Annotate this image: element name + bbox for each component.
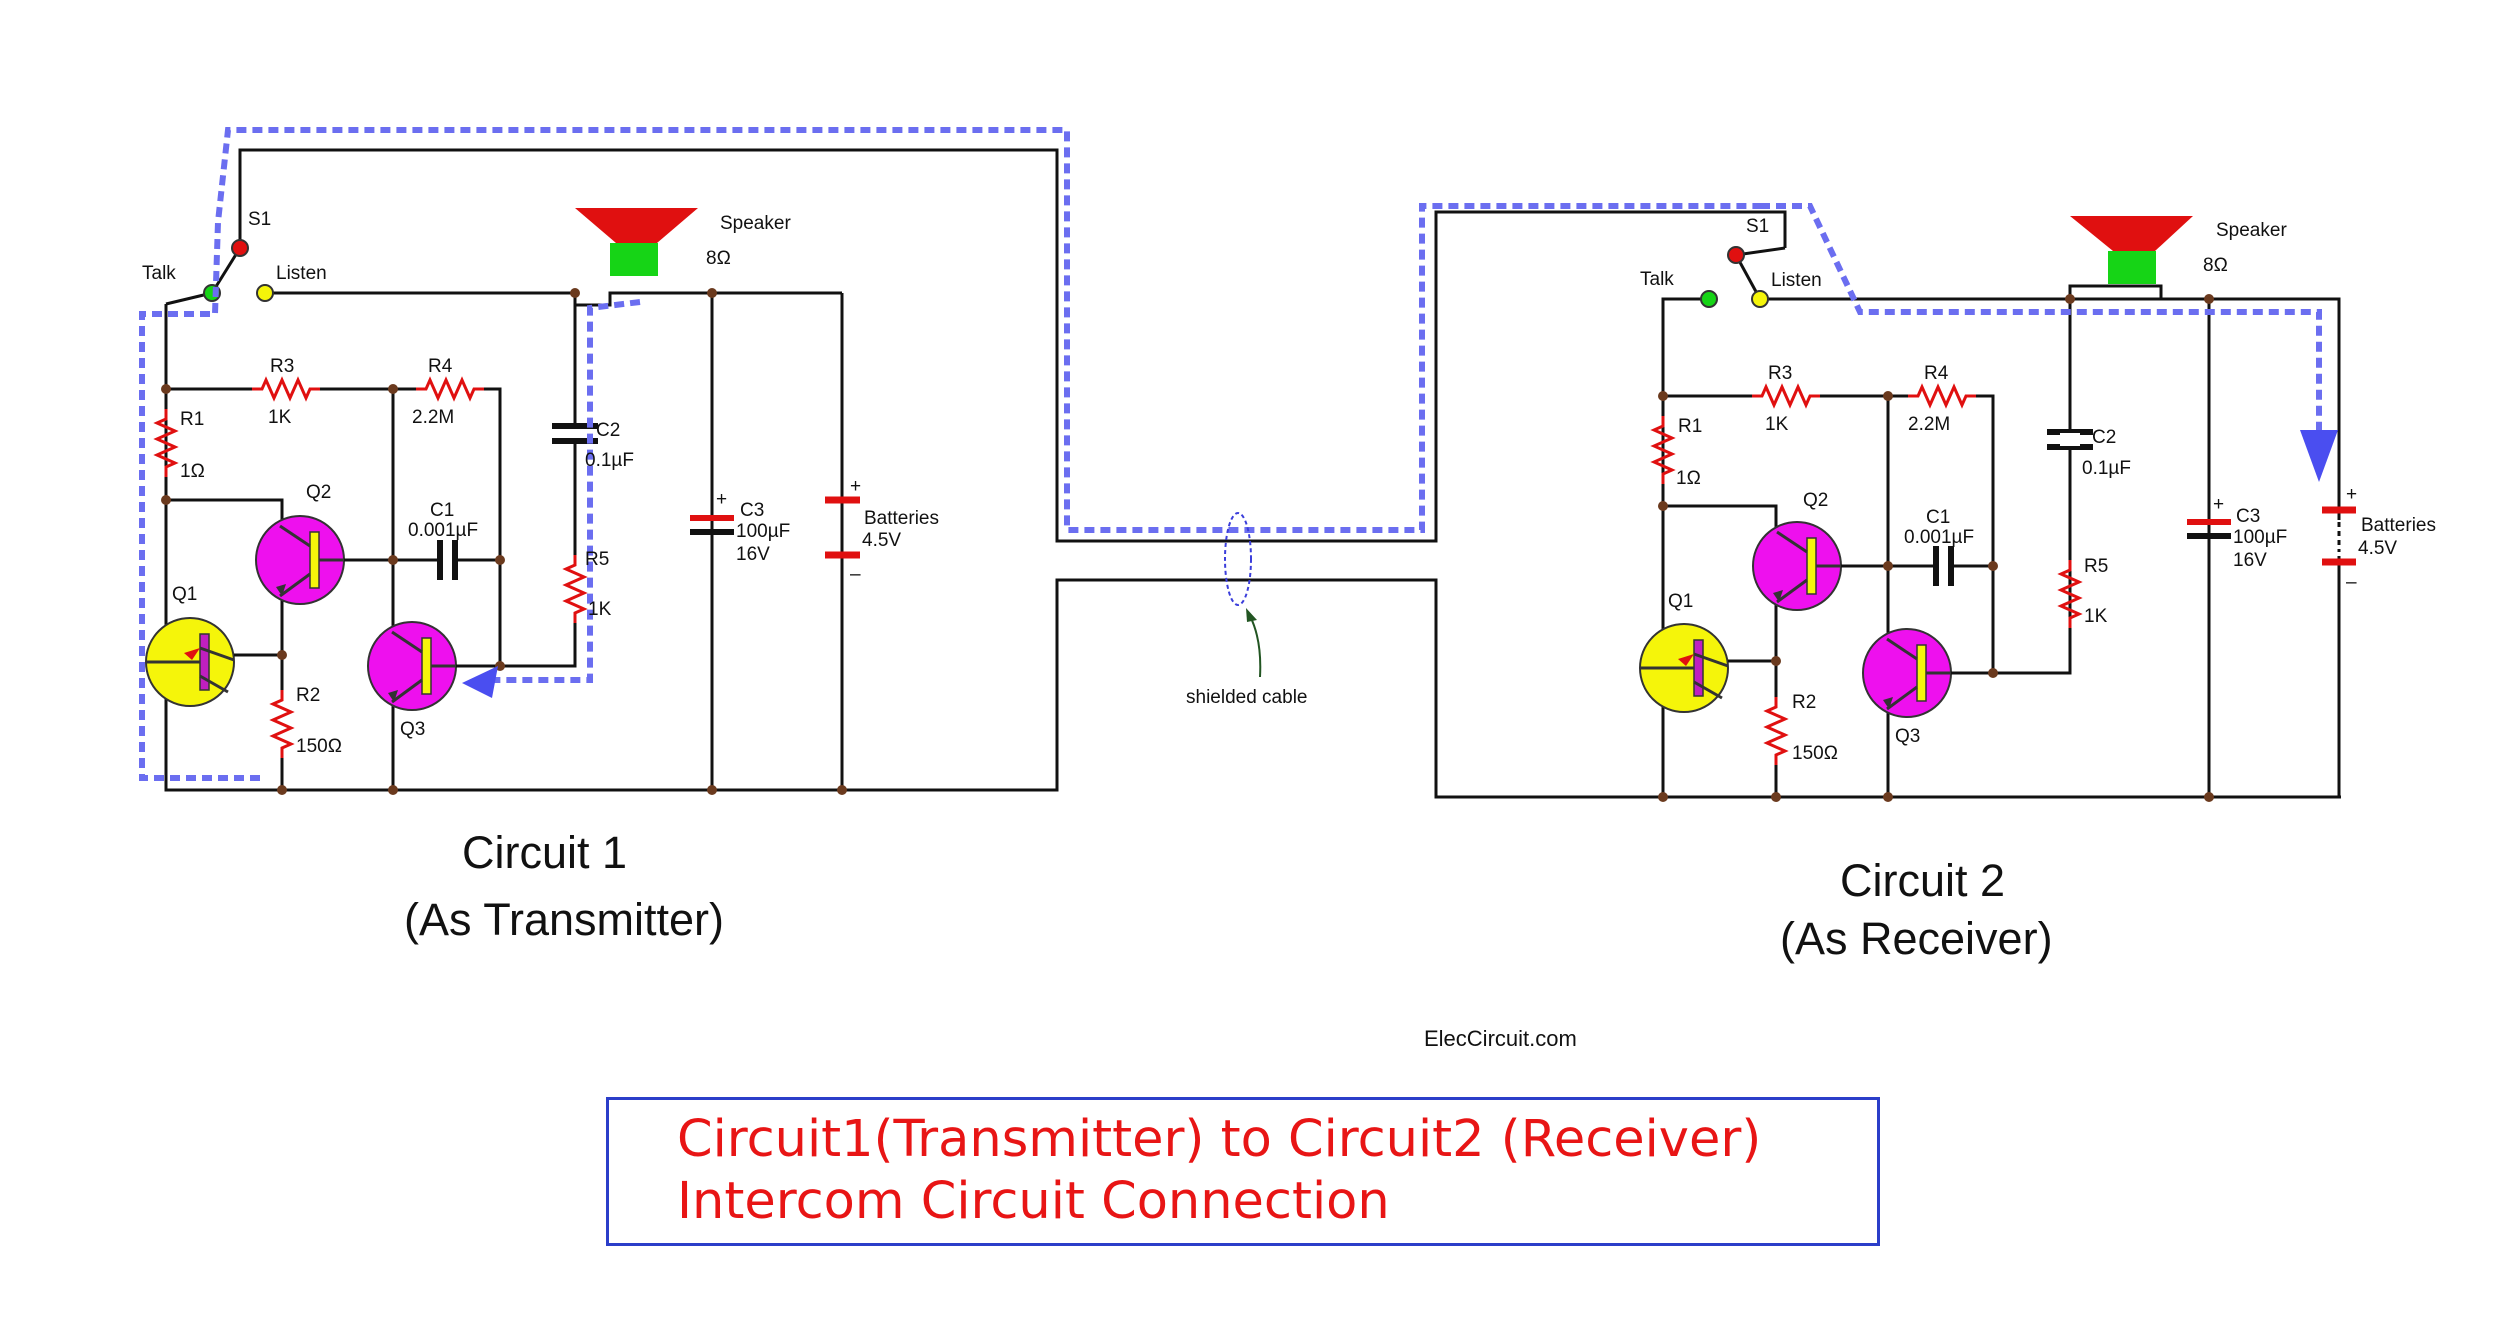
circuit-1-subtitle: (As Transmitter)	[404, 894, 724, 945]
talk-label-1: Talk	[142, 263, 176, 284]
shielded-cable-label: shielded cable	[1186, 687, 1307, 708]
r2-value-2: 150Ω	[1792, 743, 1838, 764]
batteries-label-2: Batteries	[2361, 515, 2436, 536]
batteries-value-1: 4.5V	[862, 530, 901, 551]
r4-value-2: 2.2M	[1908, 414, 1950, 435]
speaker-2-coil	[2108, 251, 2156, 284]
circuit-1: S1 Talk Listen Speaker 8Ω R3 1K R4 2.2M …	[139, 127, 2341, 945]
q2-transistor-2	[1751, 520, 1843, 612]
r2-value-1: 150Ω	[296, 736, 342, 757]
q3-label-1: Q3	[400, 719, 425, 740]
c2-value-1: 0.1µF	[585, 450, 634, 471]
speaker-value-2: 8Ω	[2203, 255, 2228, 276]
circuit-1-title: Circuit 1	[462, 827, 627, 878]
s1-label-2: S1	[1746, 216, 1769, 237]
r2-label-2: R2	[1792, 692, 1816, 713]
r5-value-2: 1K	[2084, 606, 2108, 627]
r5-label-1: R5	[585, 549, 609, 570]
c1-value-1: 0.001µF	[408, 520, 478, 541]
batteries-label-1: Batteries	[864, 508, 939, 529]
c2-label-2: C2	[2092, 427, 2116, 448]
speaker-value-1: 8Ω	[706, 248, 731, 269]
r3-label-2: R3	[1768, 363, 1792, 384]
speaker-label-2: Speaker	[2216, 220, 2287, 241]
c3-value-2a: 100µF	[2233, 527, 2287, 548]
battery-plus-1: +	[850, 476, 861, 497]
r4-label-2: R4	[1924, 363, 1949, 384]
switch-2-pivot	[1727, 246, 1745, 264]
caption-line-1: Circuit1(Transmitter) to Circuit2 (Recei…	[677, 1110, 1762, 1169]
r1-value-2: 1Ω	[1676, 468, 1701, 489]
battery-minus-2: –	[2346, 572, 2357, 593]
batteries-value-2: 4.5V	[2358, 538, 2397, 559]
listen-label-2: Listen	[1771, 270, 1822, 291]
q2-label-2: Q2	[1803, 490, 1828, 511]
caption-box: Circuit1(Transmitter) to Circuit2 (Recei…	[606, 1097, 1880, 1246]
q1-transistor	[144, 616, 236, 708]
speaker-signal-path-1	[480, 299, 641, 683]
c1-label-1: C1	[430, 500, 454, 521]
c1-label-2: C1	[1926, 507, 1950, 528]
r4-label-1: R4	[428, 356, 453, 377]
c3-label-1: C3	[740, 500, 764, 521]
circuit-2-title: Circuit 2	[1840, 855, 2005, 906]
talk-label-2: Talk	[1640, 269, 1674, 290]
r3-value-1: 1K	[268, 407, 292, 428]
r2-label-1: R2	[296, 685, 320, 706]
r1-value-1: 1Ω	[180, 461, 205, 482]
r5-label-2: R5	[2084, 556, 2108, 577]
q1-label-1: Q1	[172, 584, 197, 605]
circuit-2: S1 Talk Listen Speaker 8Ω R3 1K R4 2.2M …	[1638, 203, 2436, 964]
speaker-label-1: Speaker	[720, 213, 791, 234]
switch-1-pivot	[231, 239, 249, 257]
circuit-2-subtitle: (As Receiver)	[1780, 913, 2053, 964]
c3-value-1b: 16V	[736, 544, 770, 565]
talk-2-contact	[1700, 290, 1718, 308]
battery-minus-1: –	[850, 564, 861, 585]
c2-value-2: 0.1µF	[2082, 458, 2131, 479]
listen-label-1: Listen	[276, 263, 327, 284]
speaker-2-horn	[2070, 216, 2193, 251]
c3-label-2: C3	[2236, 506, 2260, 527]
listen-2-contact	[1751, 290, 1769, 308]
s1-label-1: S1	[248, 209, 271, 230]
q1-label-2: Q1	[1668, 591, 1693, 612]
speaker-1-horn	[575, 208, 698, 243]
signal-path-circuit-2	[1760, 203, 2322, 430]
c3-value-1a: 100µF	[736, 521, 790, 542]
q2-label-1: Q2	[306, 482, 331, 503]
circuit-2-nodes	[1658, 294, 2214, 802]
r1-label-1: R1	[180, 409, 204, 430]
shielded-cable: shielded cable	[1186, 512, 1307, 708]
c3-value-2b: 16V	[2233, 550, 2267, 571]
r1-label-2: R1	[1678, 416, 1702, 437]
circuit-1-nodes	[161, 288, 847, 795]
caption-line-2: Intercom Circuit Connection	[677, 1172, 1390, 1231]
listen-1-contact	[256, 284, 274, 302]
website-label: ElecCircuit.com	[1424, 1026, 1577, 1051]
c3-plus-2: +	[2213, 494, 2224, 515]
r3-label-1: R3	[270, 356, 294, 377]
c1-value-2: 0.001µF	[1904, 527, 1974, 548]
r5-value-1: 1K	[588, 599, 612, 620]
c2-label-1: C2	[596, 420, 620, 441]
r4-value-1: 2.2M	[412, 407, 454, 428]
r3-value-2: 1K	[1765, 414, 1789, 435]
q3-label-2: Q3	[1895, 726, 1920, 747]
c3-plus-1: +	[716, 489, 727, 510]
q3-transistor-2	[1861, 627, 1953, 719]
q3-transistor	[366, 620, 458, 712]
speaker-1-coil	[610, 243, 658, 276]
q1-transistor-2	[1638, 622, 1730, 714]
signal-path-circuit-1	[139, 127, 1760, 781]
q2-transistor	[254, 514, 346, 606]
battery-plus-2: +	[2346, 484, 2357, 505]
